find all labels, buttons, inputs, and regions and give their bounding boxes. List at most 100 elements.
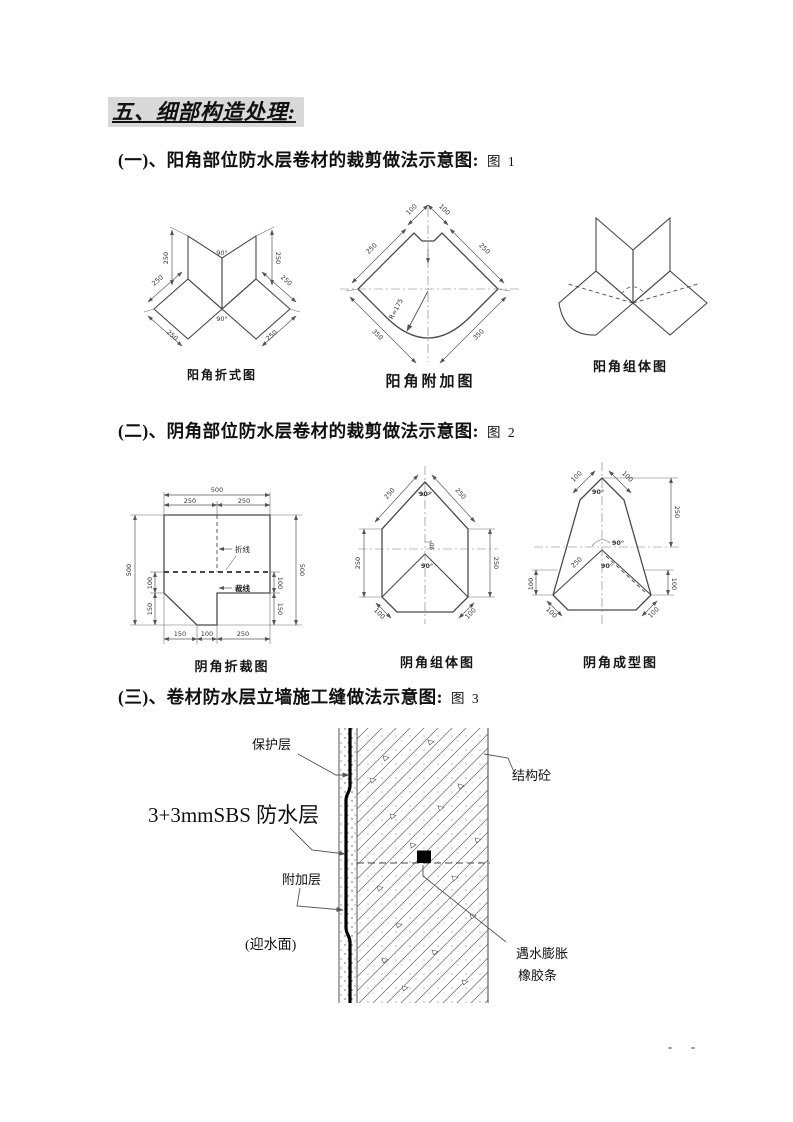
angle-label: 90° bbox=[430, 540, 436, 550]
figure-wall-joint: 保护层 结构砼 3+3mmSBS 防水层 附加层 (迎水面) 遇水膨胀 橡胶条 bbox=[140, 718, 590, 1013]
concrete-wall bbox=[357, 728, 489, 1003]
section-3-heading: (三)、卷材防水层立墙施工缝做法示意图: 图 3 bbox=[118, 684, 481, 709]
section-1-heading: (一)、阳角部位防水层卷材的裁剪做法示意图: 图 1 bbox=[118, 147, 517, 172]
dimension-labels: 250 250 250 250 100 100 90° 90° 90° bbox=[354, 486, 500, 620]
waterproof-membrane bbox=[344, 728, 352, 1003]
dim-label: 100 bbox=[528, 578, 535, 590]
figure-caption: 阴角折裁图 bbox=[194, 659, 270, 674]
figure-caption: 阳角附加图 bbox=[385, 374, 476, 390]
section-2-label: (二)、阴角部位防水层卷材的裁剪做法示意图: bbox=[118, 421, 479, 441]
section-3-label: (三)、卷材防水层立墙施工缝做法示意图: bbox=[118, 687, 443, 707]
angle-label: 90° bbox=[216, 315, 228, 323]
dim-label: 250 bbox=[238, 497, 250, 505]
angle-label: 90° bbox=[612, 539, 624, 547]
yang-corner-patch-diagram: 250 250 100 100 350 350 R=175 bbox=[340, 202, 520, 364]
cut-line-label: 裁线 bbox=[235, 583, 250, 593]
yin-corner-cut-diagram: 500 250 250 500 100 150 500 100 150 150 … bbox=[125, 486, 306, 644]
dim-label: 250 bbox=[162, 252, 170, 264]
rubber-waterstop bbox=[417, 850, 431, 863]
figure-caption: 阴角组体图 bbox=[399, 655, 475, 670]
dim-label: 250 bbox=[364, 241, 378, 255]
dim-label: 250 bbox=[673, 506, 681, 518]
angle-label: 90° bbox=[421, 562, 433, 570]
dim-label: 100 bbox=[437, 202, 451, 216]
section-2-fig-ref: 图 2 bbox=[486, 425, 517, 440]
dim-label: 100 bbox=[620, 469, 634, 483]
dim-label: 250 bbox=[165, 328, 180, 342]
section-1-label: (一)、阳角部位防水层卷材的裁剪做法示意图: bbox=[118, 150, 479, 170]
figure-caption: 阳角折式图 bbox=[186, 368, 257, 382]
dim-label: 250 bbox=[150, 273, 165, 287]
wall-joint-diagram: 保护层 结构砼 3+3mmSBS 防水层 附加层 (迎水面) 遇水膨胀 橡胶条 bbox=[148, 728, 568, 1003]
fold-and-cut-lines bbox=[164, 515, 270, 573]
rubber-strip-label-2: 橡胶条 bbox=[518, 968, 557, 983]
dimension-lines bbox=[362, 474, 492, 619]
sbs-layer-label: 3+3mmSBS 防水层 bbox=[148, 803, 319, 827]
center-lines bbox=[534, 462, 680, 625]
dim-label: 100 bbox=[463, 606, 477, 620]
section-2-heading: (二)、阴角部位防水层卷材的裁剪做法示意图: 图 2 bbox=[118, 418, 517, 443]
figure-yang-corner-assembly: 阳角组体图 bbox=[538, 198, 723, 375]
section-1-fig-ref: 图 1 bbox=[486, 154, 517, 169]
dim-label: 500 bbox=[125, 564, 133, 576]
yang-corner-assembly-diagram bbox=[558, 216, 708, 336]
figure-yang-corner-patch: 250 250 100 100 350 350 R=175 阳角附加图 bbox=[328, 192, 533, 391]
water-facing-label: (迎水面) bbox=[245, 937, 297, 953]
center-lines bbox=[340, 208, 520, 362]
structural-concrete-label: 结构砼 bbox=[512, 768, 551, 783]
dim-label: 100 bbox=[372, 606, 386, 620]
yin-corner-assembly-diagram: 250 250 250 250 100 100 90° 90° 90° bbox=[354, 466, 500, 624]
figure-yin-corner-assembly: 250 250 250 250 100 100 90° 90° 90° 阴角组体… bbox=[350, 452, 525, 671]
figure-yin-corner-cut: 500 250 250 500 100 150 500 100 150 150 … bbox=[122, 464, 342, 675]
figure-labels: 保护层 结构砼 3+3mmSBS 防水层 附加层 (迎水面) 遇水膨胀 橡胶条 bbox=[148, 737, 568, 983]
doc-title-wrap: 五、细部构造处理: bbox=[108, 96, 304, 127]
extension-lines bbox=[532, 477, 678, 596]
construction-joint bbox=[357, 850, 490, 864]
doc-title: 五、细部构造处理: bbox=[108, 97, 304, 127]
rubber-strip-label-1: 遇水膨胀 bbox=[516, 946, 568, 961]
additional-layer-label: 附加层 bbox=[282, 872, 321, 887]
dim-label: 100 bbox=[544, 605, 558, 619]
figure-caption: 阳角组体图 bbox=[592, 359, 668, 374]
aggregate-symbols bbox=[369, 739, 482, 992]
dim-label: 250 bbox=[274, 252, 282, 264]
assembly-outline bbox=[558, 216, 708, 336]
dim-label: 100 bbox=[646, 605, 660, 619]
figure-yang-corner-fold: 250 250 250 250 250 250 90° 90° 阳角折式图 bbox=[122, 196, 322, 383]
dim-label: 150 bbox=[174, 630, 186, 638]
dim-label: 250 bbox=[184, 497, 196, 505]
dim-label: 100 bbox=[404, 202, 418, 216]
dim-label: 100 bbox=[670, 578, 678, 590]
radius-label: R=175 bbox=[387, 297, 405, 321]
dim-label: 250 bbox=[264, 328, 279, 342]
dimension-lines bbox=[345, 204, 511, 364]
dim-label: 150 bbox=[146, 603, 154, 615]
angle-label: 90° bbox=[601, 562, 613, 570]
dimension-lines bbox=[133, 493, 298, 641]
dim-label: 100 bbox=[146, 577, 154, 589]
dim-label: 250 bbox=[453, 486, 467, 501]
yang-corner-fold-diagram: 250 250 250 250 250 250 90° 90° bbox=[143, 226, 301, 347]
dim-label: 100 bbox=[569, 469, 583, 483]
dim-label: 100 bbox=[201, 630, 213, 638]
dim-label: 250 bbox=[354, 557, 362, 569]
dim-label: 250 bbox=[237, 630, 249, 638]
dimension-lines bbox=[534, 470, 673, 617]
protective-layer-strip bbox=[338, 728, 358, 1003]
cut-pattern-outline bbox=[163, 514, 271, 626]
section-3-fig-ref: 图 3 bbox=[450, 691, 481, 706]
dim-label: 150 bbox=[276, 603, 284, 615]
dimension-labels: 500 250 250 500 100 150 500 100 150 150 … bbox=[125, 486, 306, 638]
fold-line-label: 折线 bbox=[235, 544, 250, 554]
dim-label: 250 bbox=[477, 241, 491, 255]
fold-dashed-lines bbox=[567, 283, 699, 304]
angle-label: 90° bbox=[216, 249, 228, 257]
dimension-labels: 100 100 250 250 100 100 100 100 90° 90° … bbox=[528, 469, 681, 619]
protective-layer-label: 保护层 bbox=[252, 737, 291, 752]
dim-label: 500 bbox=[298, 564, 306, 576]
angle-label: 90° bbox=[592, 488, 604, 496]
dim-label: 250 bbox=[382, 486, 396, 501]
annotation-labels: 折线 裁线 bbox=[218, 544, 250, 593]
leader-lines bbox=[289, 753, 515, 943]
